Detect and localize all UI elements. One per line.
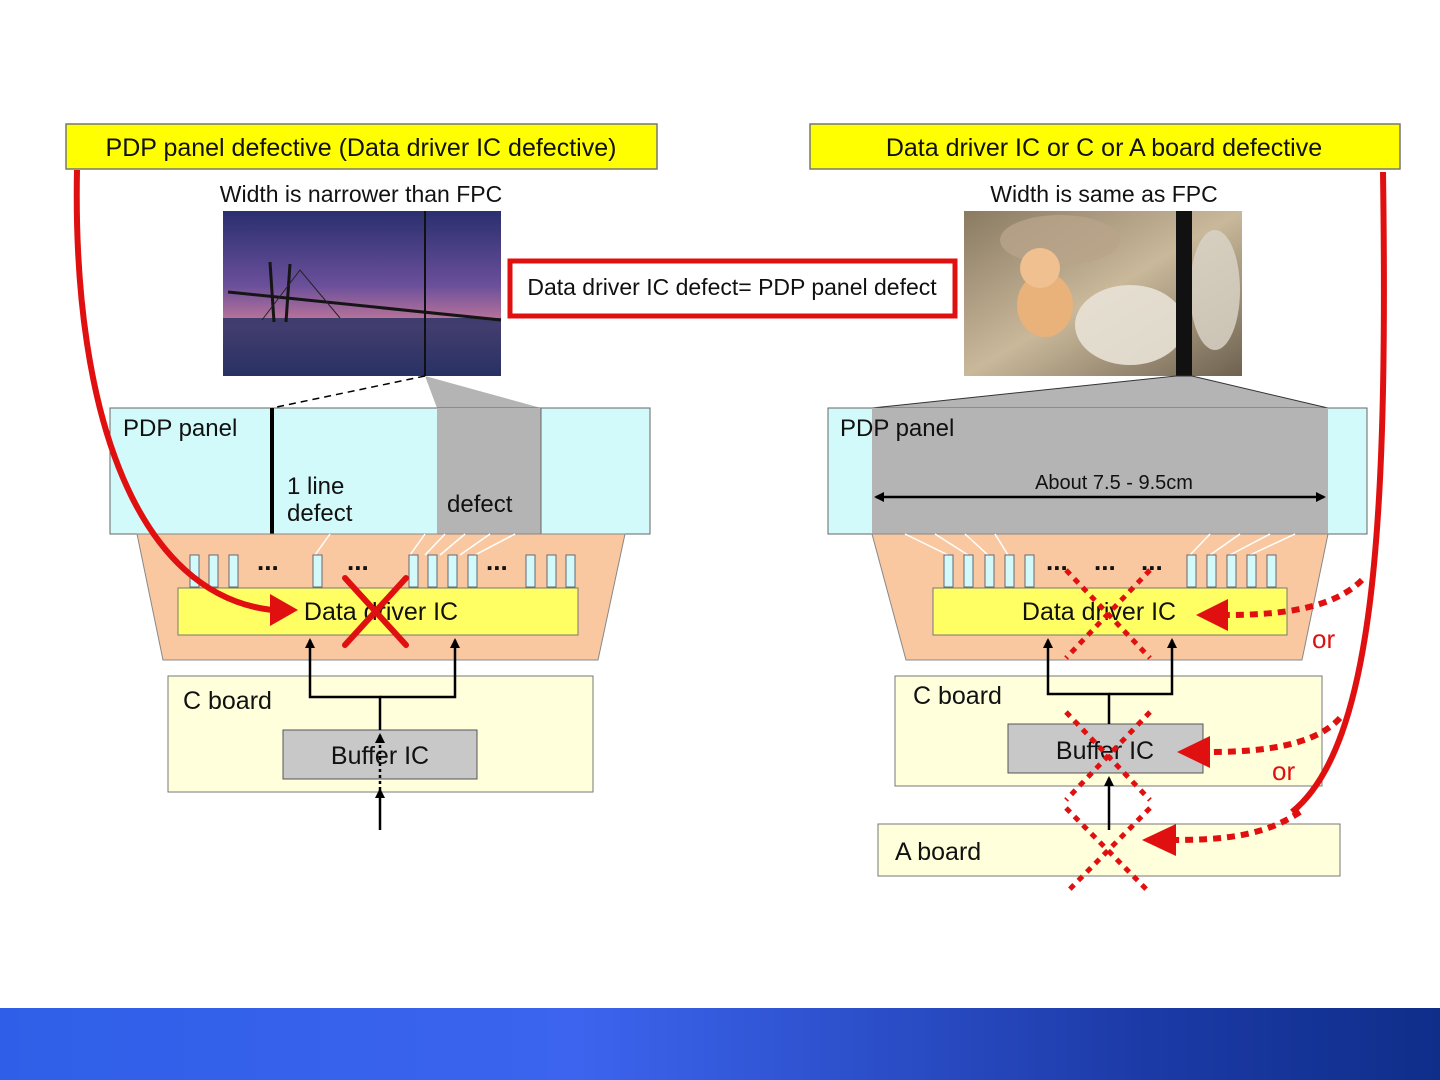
kitten-photo	[964, 211, 1242, 376]
right-title-box	[809, 123, 1401, 170]
left-dots-3: ...	[486, 546, 508, 576]
right-dots-2: ...	[1094, 546, 1116, 576]
right-defect-area	[872, 408, 1328, 534]
diagram-canvas: PDP panel defective (Data driver IC defe…	[65, 123, 1401, 895]
right-pins	[943, 554, 1277, 588]
right-fpc-traces	[904, 533, 1296, 556]
center-callout: Data driver IC defect= PDP panel defect	[507, 258, 958, 319]
line-defect-label-1: 1 line	[287, 473, 344, 500]
or-label-2: or	[1272, 756, 1295, 786]
left-defect-cross	[342, 575, 409, 648]
left-cboard-label: C board	[183, 687, 272, 715]
zoom-line	[271, 375, 426, 409]
right-dots-3: ...	[1141, 546, 1163, 576]
right-width-caption: Width is same as FPC	[990, 181, 1218, 207]
right-aboard-label: A board	[895, 838, 981, 866]
right-panel-label: PDP panel	[840, 415, 954, 442]
left-title-box	[65, 123, 658, 170]
right-dots-1: ...	[1046, 546, 1068, 576]
left-pins	[189, 554, 576, 588]
defect-label: defect	[447, 491, 513, 518]
left-panel-label: PDP panel	[123, 415, 237, 442]
right-dotted-arrows	[1175, 577, 1365, 843]
equation-text: Data driver IC defect= PDP panel defect	[527, 274, 937, 300]
left-red-curve-arrow	[73, 169, 273, 613]
bridge-photo	[223, 211, 502, 376]
left-signal-lines	[305, 638, 460, 830]
right-cboard-label: C board	[913, 682, 1002, 710]
right-red-curve	[1290, 171, 1387, 815]
zoom-wedge	[425, 376, 541, 408]
left-dots-1: ...	[257, 546, 279, 576]
right-zoom-wedge	[871, 375, 1329, 409]
left-diagram: PDP panel defective (Data driver IC defe…	[65, 123, 658, 830]
footer-bar	[0, 1008, 1440, 1080]
right-diagram: Data driver IC or C or A board defective…	[809, 123, 1401, 895]
line-defect-label-2: defect	[287, 500, 353, 527]
left-title: PDP panel defective (Data driver IC defe…	[106, 134, 617, 162]
left-dots-2: ...	[347, 546, 369, 576]
right-signal-lines	[1043, 638, 1177, 830]
left-fpc-traces	[314, 533, 516, 556]
equation-box	[507, 258, 958, 319]
right-title: Data driver IC or C or A board defective	[886, 134, 1322, 162]
left-defect-area	[437, 408, 541, 534]
right-buffer-label: Buffer IC	[1056, 737, 1154, 765]
left-width-caption: Width is narrower than FPC	[220, 181, 502, 207]
or-label-1: or	[1312, 624, 1335, 654]
width-measure-label: About 7.5 - 9.5cm	[1035, 472, 1193, 494]
arrowhead-to-cboard	[1177, 736, 1210, 768]
right-buffer-ic	[1007, 723, 1204, 774]
left-red-arrowhead	[270, 594, 298, 626]
arrowhead-to-aboard	[1142, 824, 1176, 856]
arrowhead-to-driver	[1196, 599, 1228, 631]
right-suspect-crosses	[1064, 568, 1152, 895]
